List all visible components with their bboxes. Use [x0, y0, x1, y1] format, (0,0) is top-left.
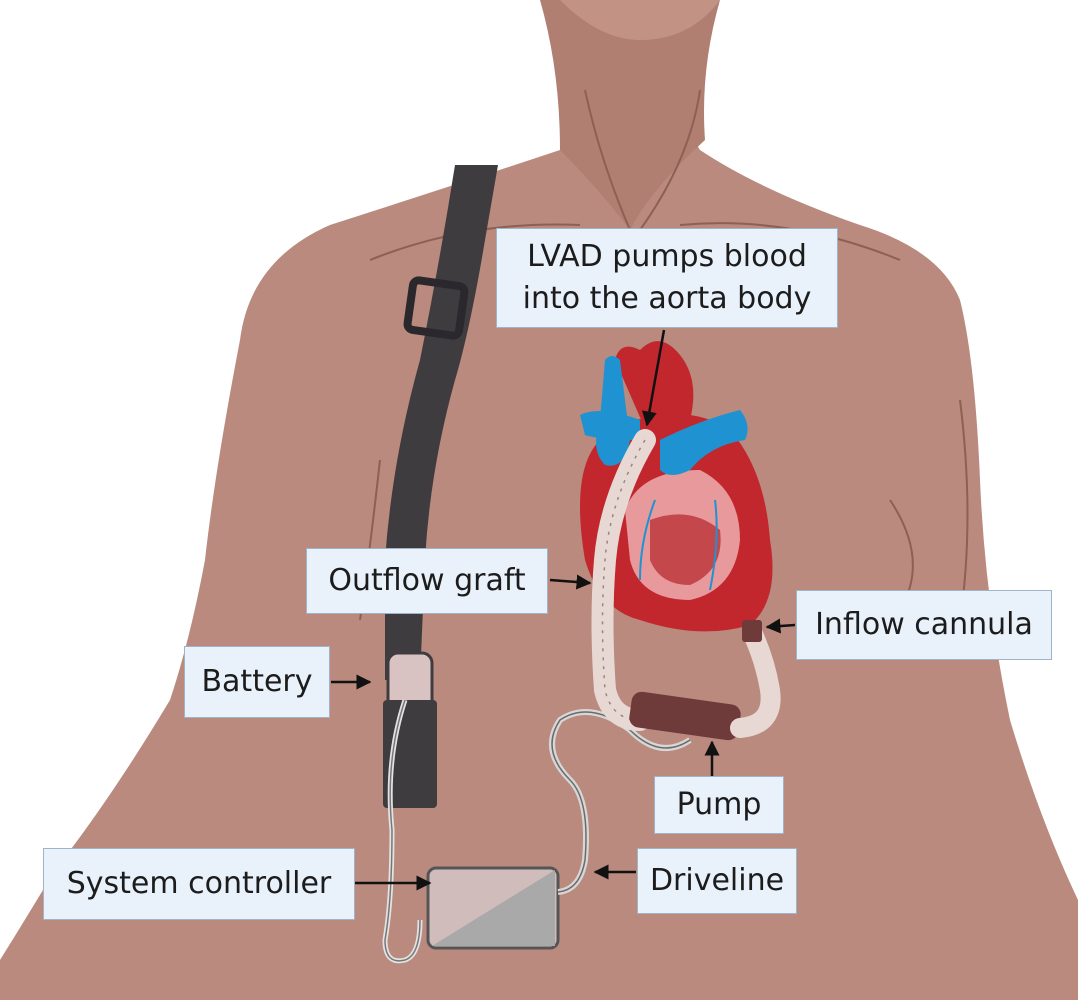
chin	[560, 0, 720, 40]
neck-line-left	[584, 89, 631, 231]
coronary-vessel-2	[709, 499, 718, 591]
label-outflow-graft: Outflow graft	[306, 548, 548, 614]
neck-line-right	[639, 89, 701, 231]
arrow-lvad	[641, 329, 666, 427]
controller-device	[426, 866, 560, 950]
label-lvad: LVAD pumps blood into the aorta body	[496, 228, 838, 328]
label-lvad-line2: into the aorta body	[522, 281, 812, 316]
label-battery: Battery	[184, 646, 330, 718]
neck	[540, 0, 720, 230]
label-system-controller: System controller	[43, 848, 355, 920]
pulmonary-vessel-right	[660, 410, 748, 475]
driveline-cable-outline	[551, 711, 691, 893]
heart-chamber-dark	[650, 514, 721, 585]
arrow-outflow	[549, 574, 592, 590]
arrow-inflow	[765, 618, 796, 634]
strap-buckle	[403, 276, 469, 340]
battery-cable-outline	[384, 699, 421, 962]
inflow-cannula-tube	[730, 622, 781, 738]
outflow-graft-tube	[591, 429, 656, 731]
inflow-cannula-tip	[742, 620, 762, 642]
controller-face	[432, 870, 555, 946]
coronary-vessel	[639, 499, 656, 581]
label-driveline: Driveline	[637, 848, 797, 914]
pump-housing	[629, 691, 741, 741]
pulmonary-vessel	[580, 411, 640, 440]
lvad-device	[591, 429, 781, 741]
label-inflow-cannula: Inflow cannula	[796, 590, 1052, 660]
battery-device	[382, 651, 437, 964]
label-pump: Pump	[654, 776, 784, 834]
label-lvad-line1: LVAD pumps blood	[527, 239, 807, 274]
